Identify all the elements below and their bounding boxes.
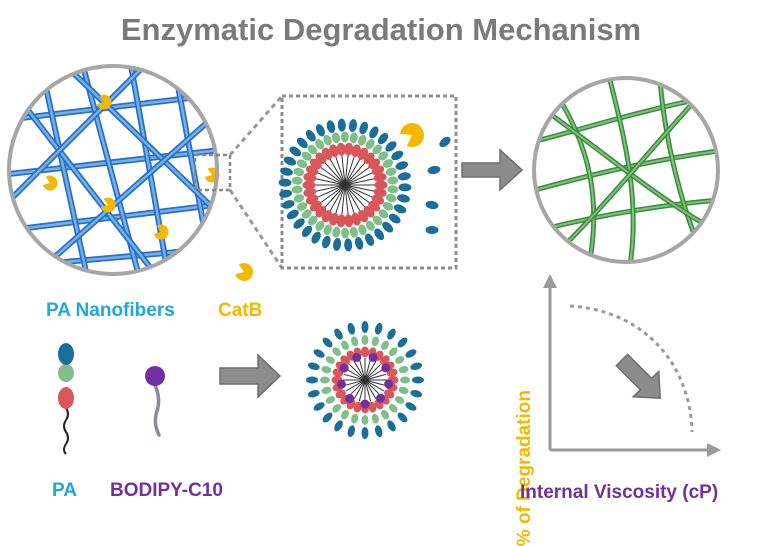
bodipy-dot — [345, 393, 355, 403]
bodipy-dot — [376, 393, 386, 403]
arrow-right-icon — [219, 353, 282, 399]
bodipy-dot — [381, 363, 391, 373]
mixed-micelle — [306, 321, 424, 439]
free-pa-head — [427, 165, 441, 175]
catb-enzyme-icon — [100, 197, 116, 213]
pa-nanofibers-label: PA Nanofibers — [46, 300, 175, 321]
arrow-right-icon — [461, 148, 524, 192]
bodipy-label: BODIPY-C10 — [110, 480, 223, 501]
y-axis-label: % of Degradation — [514, 390, 535, 546]
catb-enzyme-icon — [96, 94, 112, 110]
free-pa-head — [439, 136, 451, 148]
degradation-plot — [543, 274, 721, 457]
bodipy-dot — [339, 363, 349, 373]
catb-enzyme-icon — [153, 224, 169, 240]
enzymes-in-network — [42, 94, 220, 240]
zoom-line-top — [228, 95, 284, 156]
bodipy-dot — [368, 352, 378, 362]
catb-enzyme-icon — [235, 263, 253, 281]
catb-enzyme-icon — [235, 263, 253, 281]
bodipy-molecule — [145, 366, 165, 437]
trend-curve — [569, 304, 694, 433]
zoom-source-box — [193, 153, 232, 192]
arrow-down-right-icon — [615, 353, 661, 399]
zoom-line-bottom — [228, 189, 284, 269]
catb-enzyme-icon — [400, 123, 424, 147]
bodipy-dot — [336, 379, 346, 389]
x-axis-label: Internal Viscosity (cP) — [520, 482, 719, 503]
nanofiber-network-circle — [7, 64, 220, 276]
bodipy-dot — [360, 399, 370, 409]
catb-enzyme-icon — [42, 175, 58, 191]
micelle-zoom — [278, 118, 412, 252]
bodipy-dot — [384, 379, 394, 389]
bodipy-dot — [352, 352, 362, 362]
free-pa-head — [425, 200, 439, 210]
degraded-network-circle — [532, 76, 720, 264]
page-title: Enzymatic Degradation Mechanism — [120, 12, 642, 47]
pa-label: PA — [52, 480, 77, 501]
zoom-enzyme-and-heads — [400, 123, 451, 234]
catb-label: CatB — [218, 300, 263, 321]
free-pa-head — [425, 226, 439, 234]
pa-molecule — [58, 343, 74, 455]
diagram-canvas — [7, 64, 721, 457]
